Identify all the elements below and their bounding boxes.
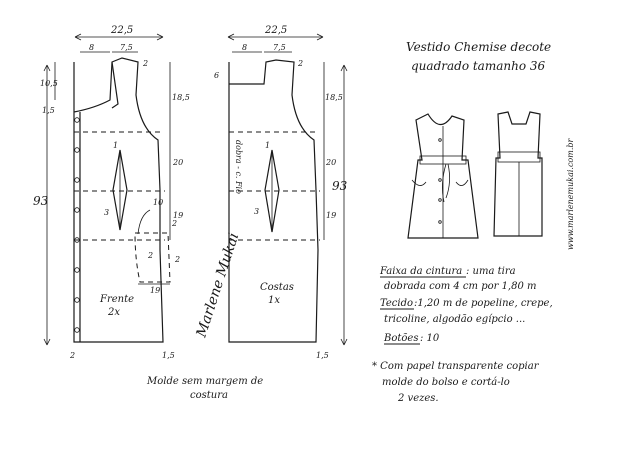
dress-front-sketch [407,113,479,239]
front-dim-left-small: 1,5 [42,106,55,115]
front-dart-left: 1 [113,141,118,150]
fabric-text2: tricoline, algodão egípcio ... [384,314,525,325]
front-hem-right: 1,5 [162,351,175,360]
front-shoulder-left: 8 [89,43,94,52]
back-pattern-piece: 22,5 8 7,5 2 1 3 dobra - c. Fio 6 18,5 2… [214,25,348,360]
front-hem-left: 2 [69,351,75,360]
footer-line1: Molde sem margem de [146,376,263,387]
back-piece-qty: 1x [268,295,280,306]
back-waist-seg: 20 [325,158,336,167]
star-note-line1: * Com papel transparente copiar [372,361,540,372]
back-shoulder-left: 8 [242,43,247,52]
front-pocket-bottom: 19 [150,286,160,295]
star-note-line2: molde do bolso e cortá-lo [382,377,510,388]
front-pocket-left: 2 [147,251,153,260]
title-line2: quadrado tamanho 36 [411,59,545,73]
back-neck-side: 2 [297,59,303,68]
title-line1: Vestido Chemise decote [406,40,551,54]
fabric-label: Tecido [380,298,413,309]
back-hem-right: 1,5 [316,351,329,360]
back-width-label: 22,5 [264,25,287,36]
front-neck-side: 2 [142,59,148,68]
front-piece-label: Frente [99,294,134,305]
star-note-line3: 2 vezes. [397,393,439,404]
front-pocket-top: 10 [153,198,163,207]
signature: Marlene Mukai [193,231,242,340]
waist-sash-text2: dobrada com 4 cm por 1,80 m [384,281,537,292]
back-dim-left-top: 6 [214,71,219,80]
back-hip-seg: 19 [326,211,336,220]
front-dim-left-top: 10,5 [40,79,58,88]
fabric-text1: :1,20 m de popeline, crepe, [414,298,553,309]
notes-block: Faixa da cintura : uma tira dobrada com … [372,266,553,404]
back-piece-label: Costas [260,282,294,293]
front-dart-bottom: 3 [104,208,109,217]
dress-back-sketch [493,111,543,237]
front-pocket-side: 2 [171,219,177,228]
front-pocket-right: 2 [174,255,180,264]
back-shoulder-right: 7,5 [273,43,286,52]
front-waist-seg: 20 [172,158,183,167]
buttons-label: Botões [383,333,418,344]
front-total-length: 93 [33,194,49,208]
front-hip-seg: 19 [173,211,183,220]
buttons-text: : 10 [420,333,440,344]
front-shoulder-right: 7,5 [120,43,133,52]
website: www.marlenemukai.com.br [566,138,575,251]
back-dart-left: 1 [265,141,270,150]
front-width-label: 22,5 [110,25,133,36]
front-pattern-piece: 22,5 8 7,5 2 1 3 10 2 19 2 [33,25,190,360]
footer-line2: costura [190,390,228,401]
back-armhole-depth: 18,5 [325,93,343,102]
waist-sash-label: Faixa da cintura [379,266,462,277]
front-piece-qty: 2x [107,307,120,318]
back-total-length: 93 [332,179,348,193]
front-armhole-depth: 18,5 [172,93,190,102]
back-dart-bottom: 3 [254,207,259,216]
back-fold-label: dobra - c. Fio [234,140,243,194]
waist-sash-text1: : uma tira [466,266,516,277]
